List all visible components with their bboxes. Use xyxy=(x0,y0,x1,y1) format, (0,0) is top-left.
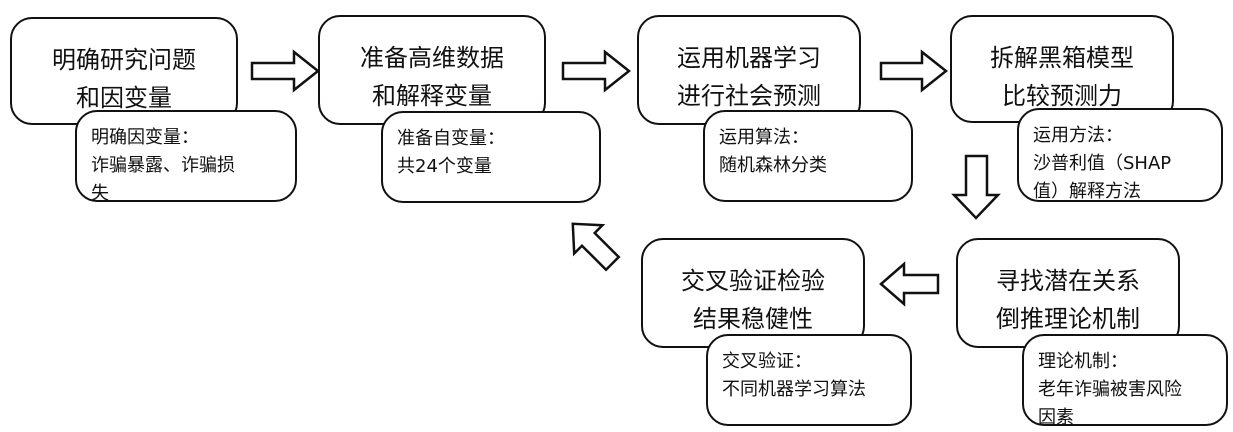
step-2-detail-line-2: 共24个变量 xyxy=(397,156,492,177)
step-4-detail-box: 运用方法： 沙普利值（SHAP 值）解释方法 xyxy=(1017,108,1223,202)
step-2-title-line-1: 准备高维数据 xyxy=(360,44,504,72)
up-left-arrow-icon xyxy=(571,222,621,272)
step-5-title-line-1: 寻找潜在关系 xyxy=(996,267,1140,295)
left-arrow-icon xyxy=(879,261,940,307)
step-3-title-line-2: 进行社会预测 xyxy=(677,82,821,110)
step-1-title-line-1: 明确研究问题 xyxy=(52,46,196,74)
step-2-detail-line-1: 准备自变量： xyxy=(397,128,505,149)
step-5-detail-line-1: 理论机制： xyxy=(1038,351,1128,372)
step-4-detail-line-2: 沙普利值（SHAP xyxy=(1033,153,1172,174)
step-2-title-line-2: 和解释变量 xyxy=(372,82,492,110)
step-3-title-line-1: 运用机器学习 xyxy=(677,44,821,72)
step-4-detail-line-3: 值）解释方法 xyxy=(1033,181,1141,202)
right-arrow-icon xyxy=(879,49,949,93)
right-arrow-icon xyxy=(561,49,632,93)
step-3-detail-line-1: 运用算法： xyxy=(719,127,809,148)
step-2-detail-box: 准备自变量： 共24个变量 xyxy=(381,111,601,203)
step-5-detail-box: 理论机制： 老年诈骗被害风险 因素 xyxy=(1022,334,1228,428)
step-5-detail-line-3: 因素 xyxy=(1038,407,1074,428)
right-arrow-icon xyxy=(250,49,321,93)
step-5-box: 寻找潜在关系 倒推理论机制 xyxy=(956,238,1180,348)
step-6-detail-line-1: 交叉验证： xyxy=(722,351,812,372)
step-3-box: 运用机器学习 进行社会预测 xyxy=(637,15,861,125)
step-5-detail-line-2: 老年诈骗被害风险 xyxy=(1038,379,1182,400)
step-1-title-line-2: 和因变量 xyxy=(76,84,172,112)
step-2-box: 准备高维数据 和解释变量 xyxy=(318,15,546,125)
step-1-detail-line-1: 明确因变量： xyxy=(91,127,199,148)
step-1-detail-box: 明确因变量： 诈骗暴露、诈骗损 失 xyxy=(75,110,297,204)
step-6-title-line-2: 结果稳健性 xyxy=(693,305,813,333)
step-6-detail-line-2: 不同机器学习算法 xyxy=(722,379,866,400)
step-1-detail-line-3: 失 xyxy=(91,183,109,204)
step-1-box: 明确研究问题 和因变量 xyxy=(10,17,238,125)
step-6-title-line-1: 交叉验证检验 xyxy=(681,267,825,295)
step-3-detail-line-2: 随机森林分类 xyxy=(719,155,827,176)
step-3-detail-box: 运用算法： 随机森林分类 xyxy=(703,110,913,202)
step-6-detail-box: 交叉验证： 不同机器学习算法 xyxy=(706,334,912,426)
step-4-title-line-2: 比较预测力 xyxy=(1002,82,1122,110)
down-arrow-icon xyxy=(951,154,1001,220)
step-6-box: 交叉验证检验 结果稳健性 xyxy=(641,238,865,348)
step-5-title-line-2: 倒推理论机制 xyxy=(996,305,1140,333)
step-4-box: 拆解黑箱模型 比较预测力 xyxy=(950,15,1174,123)
step-1-detail-line-2: 诈骗暴露、诈骗损 xyxy=(91,155,235,176)
step-4-detail-line-1: 运用方法： xyxy=(1033,125,1123,146)
step-4-title-line-1: 拆解黑箱模型 xyxy=(990,44,1134,72)
